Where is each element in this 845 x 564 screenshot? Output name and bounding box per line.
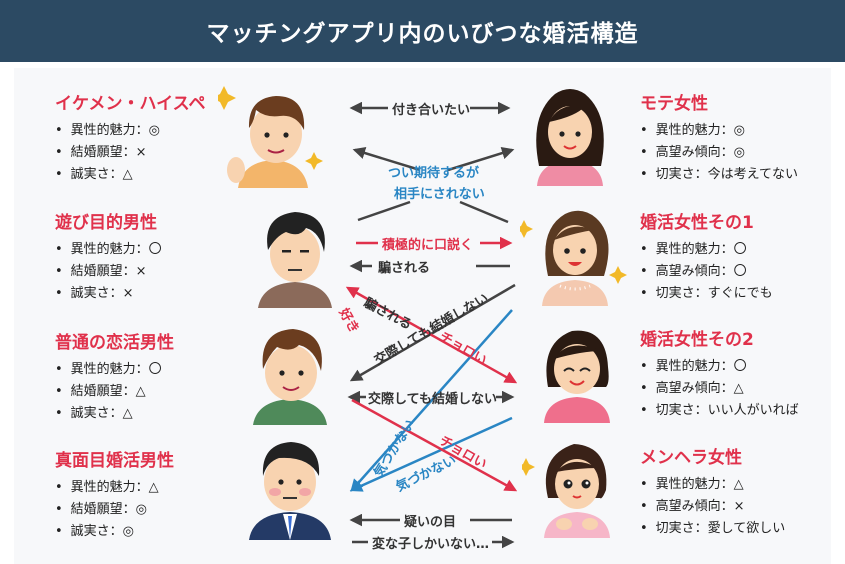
arrow-easy-2	[351, 398, 518, 492]
arrow-expect	[357, 200, 411, 222]
arrow-unnoticed-2	[349, 416, 513, 492]
arrow-easy-1	[345, 286, 518, 384]
attr-item: 結婚願望：△	[55, 381, 174, 403]
avatar-serious-man-icon	[249, 442, 331, 540]
attr-item: 結婚願望：×	[55, 142, 205, 164]
page-title: マッチングアプリ内のいびつな婚活構造	[0, 0, 845, 62]
profile-serious-man: 真面目婚活男性 異性的魅力：△ 結婚願望：◎ 誠実さ：◎	[55, 446, 174, 543]
avatar-normal-man-icon	[253, 329, 327, 425]
attr-item: 誠実さ：△	[55, 164, 205, 186]
profile-konkatsu-woman1: 婚活女性その1 異性的魅力：〇 高望み傾向：〇 切実さ：すぐにでも	[640, 208, 773, 305]
attr-item: 切実さ：今は考えてない	[640, 164, 798, 186]
label-expect-2: 相手にされない	[394, 187, 485, 202]
profile-name: 遊び目的男性	[55, 213, 157, 233]
arrow-expect	[459, 200, 509, 224]
avatar-playboy-icon	[258, 212, 332, 308]
profile-name: 婚活女性その2	[640, 330, 754, 350]
label-deceived: 騙される	[378, 261, 431, 276]
arrow-expect	[352, 146, 421, 172]
avatar-konkatsu-woman1-icon	[520, 210, 627, 306]
profile-popular-woman: モテ女性 異性的魅力：◎ 高望み傾向：◎ 切実さ：今は考えてない	[640, 89, 798, 186]
avatar-konkatsu-woman2-icon	[544, 330, 610, 423]
attr-item: 誠実さ：△	[55, 403, 174, 425]
label-no-marry: 交際しても結婚しない	[368, 392, 497, 407]
attr-item: 切実さ：すぐにでも	[640, 283, 773, 305]
attr-item: 異性的魅力：〇	[640, 356, 799, 378]
attr-item: 異性的魅力：△	[55, 477, 174, 499]
attr-item: 誠実さ：×	[55, 283, 162, 305]
profile-name: 婚活女性その1	[640, 213, 754, 233]
profile-name: メンヘラ女性	[640, 448, 742, 468]
attr-item: 高望み傾向：◎	[640, 142, 798, 164]
profile-normal-man: 普通の恋活男性 異性的魅力：〇 結婚願望：△ 誠実さ：△	[55, 328, 174, 425]
arrow-unnoticed-1	[350, 309, 513, 492]
label-strange: 変な子しかいない…	[372, 537, 490, 552]
attr-item: 異性的魅力：〇	[55, 239, 162, 261]
label-dating: 付き合いたい	[392, 103, 471, 118]
profile-menhera-woman: メンヘラ女性 異性的魅力：△ 高望み傾向：× 切実さ：愛して欲しい	[640, 443, 785, 540]
attr-item: 異性的魅力：〇	[55, 359, 174, 381]
label-expect-1: つい期待するが	[388, 166, 480, 181]
avatar-popular-woman-icon	[536, 89, 604, 186]
profile-name: 普通の恋活男性	[55, 333, 174, 353]
attr-item: 切実さ：いい人がいれば	[640, 400, 799, 422]
avatar-menhera-woman-icon	[522, 444, 610, 538]
profile-konkatsu-woman2: 婚活女性その2 異性的魅力：〇 高望み傾向：△ 切実さ：いい人がいれば	[640, 325, 799, 422]
profile-ikemen: イケメン・ハイスペ 異性的魅力：◎ 結婚願望：× 誠実さ：△	[55, 89, 205, 186]
label-pursue: 積極的に口説く	[382, 238, 474, 253]
attr-item: 異性的魅力：〇	[640, 239, 773, 261]
profile-name: モテ女性	[640, 94, 708, 114]
arrow-expect	[447, 147, 515, 172]
profile-name: イケメン・ハイスペ	[55, 94, 206, 114]
avatar-ikemen-icon	[218, 86, 323, 188]
label-suspicion: 疑いの目	[404, 515, 457, 530]
attr-item: 異性的魅力：△	[640, 474, 785, 496]
attr-item: 高望み傾向：×	[640, 496, 785, 518]
attr-item: 結婚願望：×	[55, 261, 162, 283]
profile-name: 真面目婚活男性	[55, 451, 174, 471]
attr-item: 異性的魅力：◎	[640, 120, 798, 142]
attr-item: 異性的魅力：◎	[55, 120, 205, 142]
profile-playboy: 遊び目的男性 異性的魅力：〇 結婚願望：× 誠実さ：×	[55, 208, 162, 305]
attr-item: 高望み傾向：△	[640, 378, 799, 400]
attr-item: 誠実さ：◎	[55, 521, 174, 543]
attr-item: 結婚願望：◎	[55, 499, 174, 521]
attr-item: 切実さ：愛して欲しい	[640, 518, 786, 540]
attr-item: 高望み傾向：〇	[640, 261, 773, 283]
